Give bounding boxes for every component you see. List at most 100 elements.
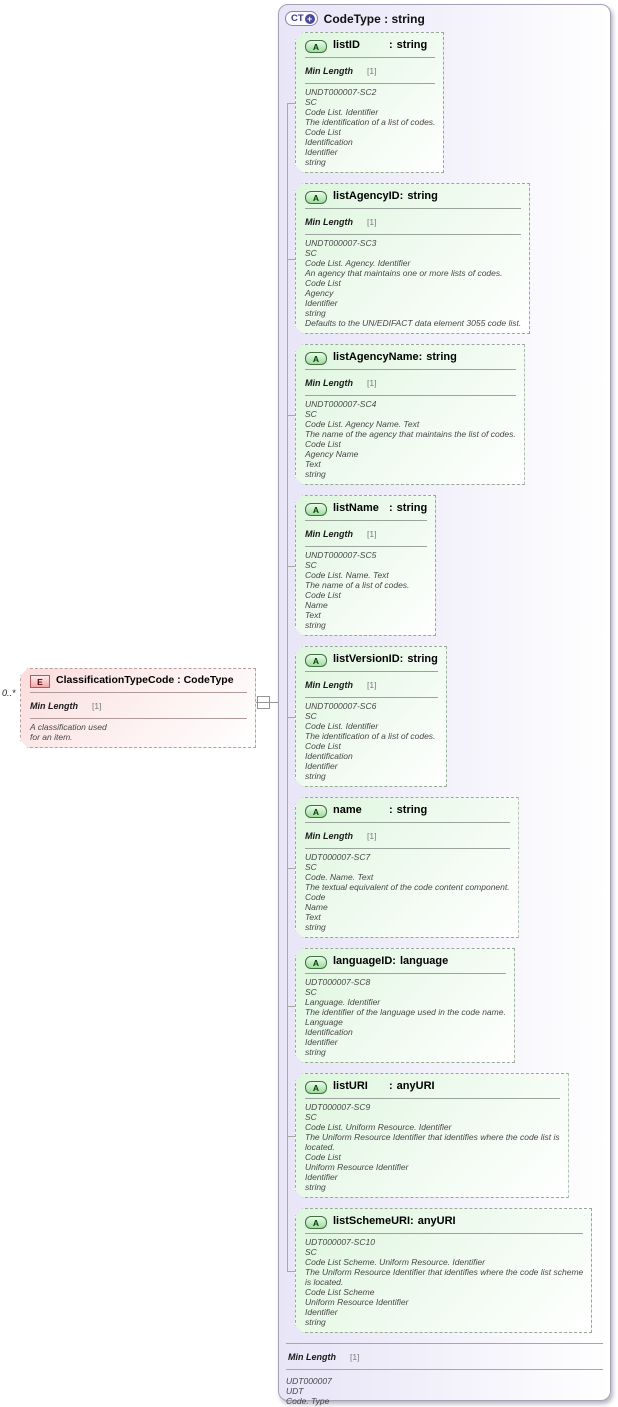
doc-line: The identifier of the language used in t…	[305, 1007, 506, 1017]
facet-cardinality: [1]	[350, 1352, 360, 1362]
attribute-name: listVersionID	[333, 653, 400, 665]
doc-line: Code. Type	[286, 1396, 330, 1406]
doc-line: Name	[305, 600, 328, 610]
doc-line: Text	[305, 912, 321, 922]
attribute-icon: A	[305, 805, 327, 818]
doc-line: SC	[305, 711, 317, 721]
attribute-type: string	[396, 502, 428, 514]
doc-line: string	[305, 1317, 326, 1327]
doc-line: Name	[305, 902, 328, 912]
facet-label: Min Length	[305, 680, 353, 690]
doc-line: Identifier	[305, 298, 338, 308]
doc-line: UDT000007-SC9	[305, 1102, 371, 1112]
doc-line: SC	[305, 409, 317, 419]
facet-label: Min Length	[30, 701, 78, 711]
facet-label: Min Length	[305, 529, 353, 539]
plus-icon[interactable]: +	[304, 13, 315, 24]
doc-line: string	[305, 922, 326, 932]
doc-line: Code List. Identifier	[305, 721, 379, 731]
attribute-icon: A	[305, 1081, 327, 1094]
facet-label: Min Length	[305, 66, 353, 76]
facet-label: Min Length	[305, 217, 353, 227]
doc-line: SC	[305, 1112, 317, 1122]
doc-line: The Uniform Resource Identifier that ide…	[305, 1132, 560, 1142]
attribute-facet-row: Min Length [1]	[305, 370, 516, 396]
attribute-name: name	[333, 804, 362, 816]
doc-line: SC	[305, 862, 317, 872]
doc-line: Identifier	[305, 761, 338, 771]
facet-label: Min Length	[305, 831, 353, 841]
facet-cardinality: [1]	[367, 831, 377, 841]
doc-line: Text	[305, 459, 321, 469]
attribute-icon: A	[305, 352, 327, 365]
attribute-name: listSchemeURI	[333, 1215, 411, 1227]
facet-cardinality: [1]	[367, 378, 377, 388]
attribute-type: anyURI	[396, 1080, 435, 1092]
doc-line: An agency that maintains one or more lis…	[305, 268, 503, 278]
attribute-icon: A	[305, 191, 327, 204]
collapse-toggle-square[interactable]	[257, 696, 270, 709]
doc-line: Code List. Name. Text	[305, 570, 389, 580]
doc-line: Code List	[305, 1152, 341, 1162]
element-facet-row: Min Length [1]	[30, 693, 247, 719]
doc-line: UDT000007	[286, 1376, 332, 1386]
doc-line: string	[305, 1182, 326, 1192]
facet-cardinality: [1]	[92, 701, 102, 711]
doc-line: string	[305, 157, 326, 167]
attribute-type-separator: :	[389, 1080, 393, 1092]
doc-line: located.	[305, 1142, 335, 1152]
attribute-name: listAgencyName	[333, 351, 419, 363]
attribute-type-separator: :	[389, 39, 393, 51]
facet-label: Min Length	[305, 378, 353, 388]
doc-line: Code List	[305, 590, 341, 600]
doc-line: Identifier	[305, 1307, 338, 1317]
attribute-type-separator: :	[389, 804, 393, 816]
attribute-type-separator: :	[389, 502, 393, 514]
doc-line: is located.	[305, 1277, 344, 1287]
attribute-facet-row: Min Length [1]	[305, 823, 510, 849]
attribute-icon: A	[305, 956, 327, 969]
element-multiplicity: 0..*	[2, 688, 16, 698]
doc-line: UNDT000007-SC4	[305, 399, 377, 409]
doc-line: Code List Scheme	[305, 1287, 375, 1297]
doc-line: The textual equivalent of the code conte…	[305, 882, 510, 892]
doc-line: Agency Name	[305, 449, 359, 459]
facet-label: Min Length	[288, 1352, 336, 1362]
attribute-type: string	[396, 39, 428, 51]
doc-line: Code List. Agency Name. Text	[305, 419, 420, 429]
reference-connector-line	[256, 702, 294, 703]
attribute-name: languageID	[333, 955, 393, 967]
doc-line: Identification	[305, 751, 353, 761]
doc-line: UDT000007-SC7	[305, 852, 371, 862]
doc-line: Language	[305, 1017, 343, 1027]
attribute-type: language	[399, 955, 449, 967]
attribute-type-separator: :	[392, 955, 396, 967]
doc-line: Code List Scheme. Uniform Resource. Iden…	[305, 1257, 485, 1267]
doc-line: SC	[305, 1247, 317, 1257]
